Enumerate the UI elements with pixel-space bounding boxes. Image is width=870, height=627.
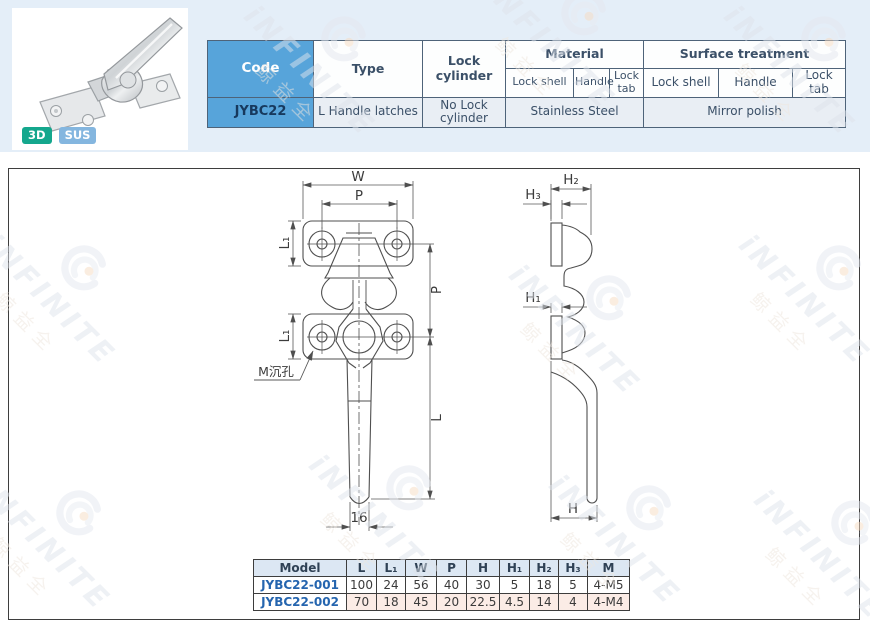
product-photo [39, 17, 183, 132]
dims-header-h2: H₂ [529, 559, 559, 577]
dims-header-l1: L₁ [376, 559, 406, 577]
dim-label-l1-top: L₁ [277, 237, 293, 250]
dim-label-h: H [568, 501, 578, 517]
dimension-table-header: Model L L₁ W P H H₁ H₂ H₃ M [253, 559, 630, 577]
spec-header-material: Material [504, 40, 645, 69]
dim-label-grip-width: 16 [350, 510, 367, 526]
dims-header-p: P [436, 559, 467, 577]
spec-value-lock-cylinder: No Lock cylinder [422, 96, 506, 129]
technical-drawing-panel: W P L₁ L₁ M沉孔 P L 16 H₂ H₃ H₁ H Model L … [8, 168, 860, 620]
dim-label-l1-bottom: L₁ [277, 330, 293, 343]
spec-subheader-surface-handle: Handle [718, 68, 794, 98]
drawing-labels: W P L₁ L₁ M沉孔 P L 16 H₂ H₃ H₁ H [258, 169, 579, 526]
spec-value-type: L Handle latches [313, 96, 423, 129]
badge-3d[interactable]: 3D [22, 127, 52, 144]
spec-table: Code Type Lock cylinder Material Surface… [207, 40, 847, 129]
dim-label-w: W [351, 169, 364, 185]
spec-subheader-material-lock-shell: Lock shell [505, 68, 574, 98]
counterbore-note: M沉孔 [258, 364, 294, 379]
spec-subheader-material-handle: Handle [573, 68, 614, 98]
table-row: JYBC22-001 100 24 56 40 30 5 18 5 4-M5 [253, 576, 630, 594]
top-banner: 3D SUS Code Type Lock cylinder Material … [0, 0, 870, 152]
dim-label-p-top: P [355, 188, 363, 204]
dimension-table: Model L L₁ W P H H₁ H₂ H₃ M JYBC22-001 1… [253, 559, 630, 611]
dims-header-w: W [405, 559, 437, 577]
spec-header-code: Code [207, 40, 314, 98]
spec-value-surface: Mirror polish [643, 96, 847, 129]
dim-label-p-right: P [429, 286, 445, 294]
spec-subheader-surface-lock-shell: Lock shell [643, 68, 720, 98]
dims-header-h3: H₃ [558, 559, 588, 577]
dim-label-h1: H₁ [525, 290, 541, 306]
dims-header-m: M [587, 559, 630, 577]
dims-header-h: H [466, 559, 500, 577]
side-view [550, 222, 598, 504]
table-row: JYBC22-002 70 18 45 20 22.5 4.5 14 4 4-M… [253, 593, 630, 611]
model-jybc22-001: JYBC22-001 [253, 576, 347, 594]
spec-header-type: Type [313, 40, 423, 98]
side-view-dimensions [523, 184, 598, 522]
technical-drawing: W P L₁ L₁ M沉孔 P L 16 H₂ H₃ H₁ H [254, 169, 598, 531]
dim-label-h3: H₃ [525, 187, 541, 203]
spec-value-code: JYBC22 [207, 96, 314, 129]
dims-header-l: L [346, 559, 377, 577]
dims-header-h1: H₁ [499, 559, 530, 577]
dim-label-h2: H₂ [563, 172, 579, 188]
spec-header-lock-cylinder: Lock cylinder [422, 40, 506, 98]
product-photo-card: 3D SUS [12, 8, 188, 150]
spec-value-material: Stainless Steel [504, 96, 645, 129]
dims-header-model: Model [253, 559, 347, 577]
front-view [302, 220, 434, 525]
model-jybc22-002: JYBC22-002 [253, 593, 347, 611]
spec-subheader-surface-lock-tab: Lock tab [792, 68, 847, 98]
badge-sus: SUS [58, 127, 97, 144]
spec-header-surface-treatment: Surface treatment [643, 40, 847, 69]
dim-label-l: L [429, 414, 445, 422]
spec-subheader-material-lock-tab: Lock tab [608, 68, 645, 98]
